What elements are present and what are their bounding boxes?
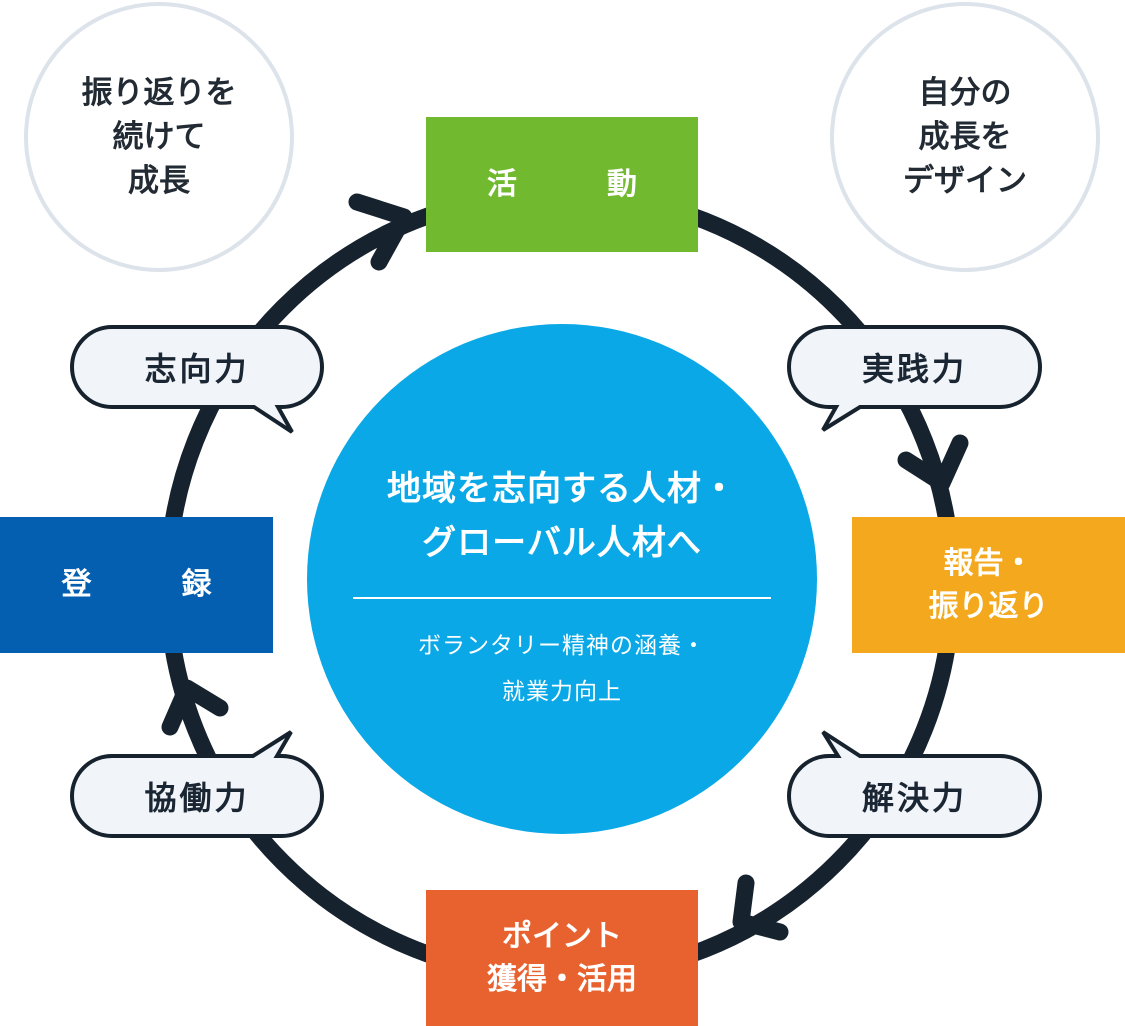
step-points-line-1: ポイント bbox=[502, 918, 622, 954]
step-report-box: 報告・ 振り返り bbox=[852, 517, 1125, 653]
step-points-line-2: 獲得・活用 bbox=[487, 962, 637, 997]
arrowhead-bottom bbox=[732, 874, 789, 941]
skill-practice-label: 実践力 bbox=[861, 350, 967, 388]
center-divider bbox=[353, 596, 771, 599]
center-title: 地域を志向する人材・ グローバル人材へ bbox=[387, 462, 737, 571]
note-left-line-2: 続けて bbox=[112, 118, 206, 155]
note-left-circle: 振り返りを 続けて 成長 bbox=[24, 2, 294, 272]
skill-aspire-label: 志向力 bbox=[144, 350, 250, 388]
step-points-box: ポイント 獲得・活用 bbox=[426, 890, 698, 1026]
step-register-label: 登 録 bbox=[61, 567, 242, 603]
skill-solve-label: 解決力 bbox=[861, 779, 967, 817]
center-subtitle-line-2: 就業力向上 bbox=[502, 678, 622, 705]
bubble-practice-shape bbox=[787, 325, 1042, 432]
skill-collaborate-label: 協働力 bbox=[144, 779, 250, 817]
step-report-line-1: 報告・ bbox=[943, 545, 1034, 581]
center-subtitle: ボランタリー精神の涵養・ 就業力向上 bbox=[418, 623, 706, 715]
arrowhead-top bbox=[348, 193, 413, 271]
bubble-solve-shape bbox=[787, 730, 1042, 838]
note-right-line-1: 自分の bbox=[918, 74, 1012, 111]
bubble-aspire-shape bbox=[70, 325, 324, 434]
arrowhead-left bbox=[161, 679, 229, 736]
step-activity-box: 活 動 bbox=[426, 117, 698, 252]
bubble-collaborate-shape bbox=[70, 730, 324, 838]
center-title-line-2: グローバル人材へ bbox=[422, 523, 702, 564]
step-report-line-2: 振り返り bbox=[928, 589, 1049, 624]
step-activity-label: 活 動 bbox=[487, 166, 667, 202]
step-register-box: 登 録 bbox=[0, 517, 273, 653]
note-right-line-3: デザイン bbox=[903, 163, 1027, 199]
center-goal-circle: 地域を志向する人材・ グローバル人材へ ボランタリー精神の涵養・ 就業力向上 bbox=[307, 324, 817, 834]
center-subtitle-line-1: ボランタリー精神の涵養・ bbox=[418, 632, 706, 659]
note-left-line-1: 振り返りを bbox=[81, 74, 237, 111]
note-left-line-3: 成長 bbox=[128, 163, 190, 199]
center-title-line-1: 地域を志向する人材・ bbox=[387, 469, 737, 509]
note-right-line-2: 成長を bbox=[918, 118, 1012, 155]
arrowhead-right bbox=[897, 434, 969, 492]
note-right-circle: 自分の 成長を デザイン bbox=[830, 2, 1100, 272]
